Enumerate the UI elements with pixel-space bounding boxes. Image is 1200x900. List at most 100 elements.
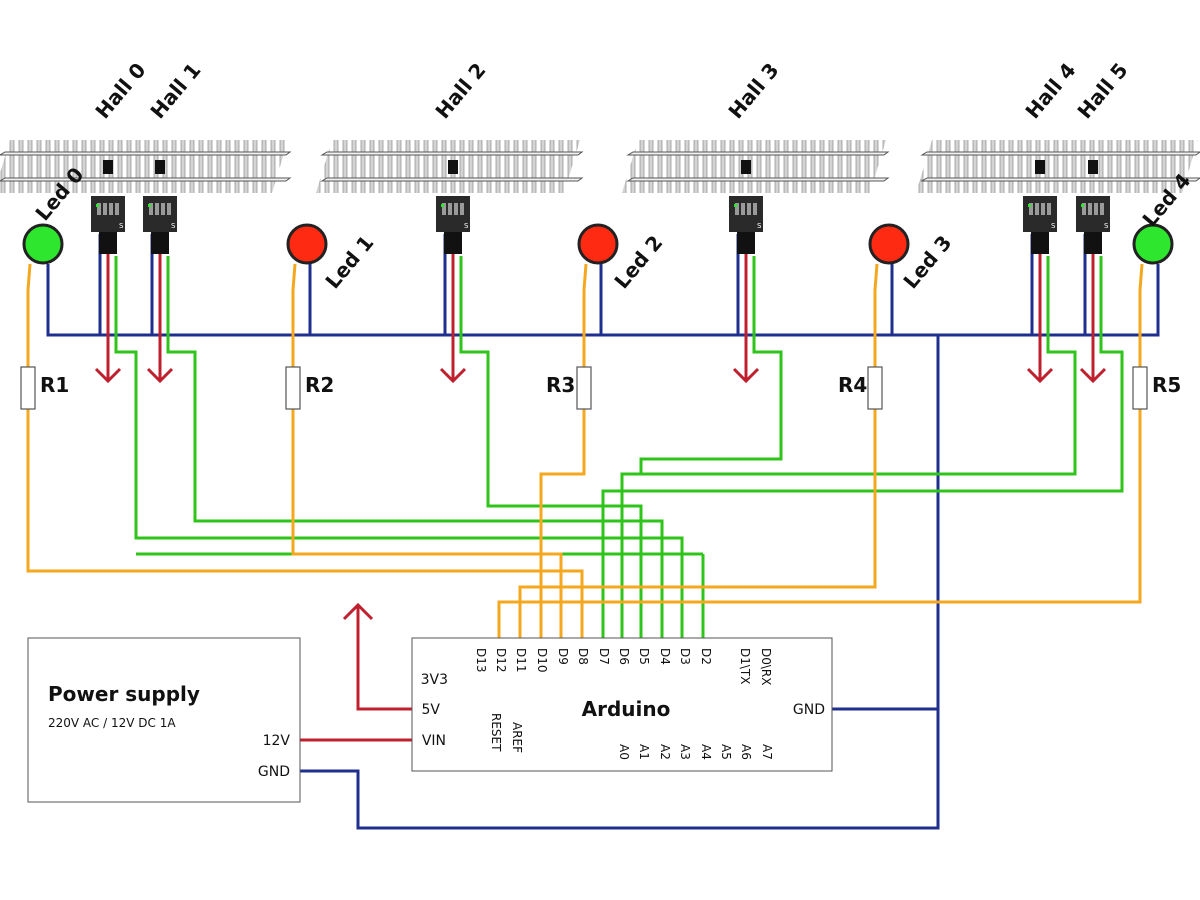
arduino-pin-a6: A6 (739, 744, 753, 760)
resistor-r3-label: R3 (546, 373, 575, 397)
arduino-box (411, 637, 833, 772)
arduino-pin-a0: A0 (617, 744, 631, 760)
arduino-misc-pins: RESET AREF (489, 713, 524, 753)
arduino-pin-d5: D5 (637, 648, 651, 665)
track-segment-0 (0, 140, 292, 193)
track-segments (0, 140, 1200, 193)
track-rail (920, 177, 1200, 182)
hall-sensor-chip (103, 160, 113, 174)
hall-sensor-body (1031, 232, 1049, 254)
arduino-pin-a3: A3 (678, 744, 692, 760)
led-3-signal-wire (518, 409, 877, 638)
led-4-signal-wire (497, 409, 1142, 638)
arduino-pin-d11: D11 (514, 648, 528, 673)
hall-0-power-arrow-head (94, 367, 122, 384)
sensor-pin-label: S (1051, 222, 1056, 230)
connector-pin (1035, 203, 1039, 215)
resistor-r2 (285, 366, 301, 410)
arduino-pin-a7: A7 (760, 744, 774, 760)
arduino-pin-d8: D8 (576, 648, 590, 665)
led-2-icon (577, 223, 619, 265)
hall-2-power-arrow-head (439, 367, 467, 384)
wires (26, 234, 1160, 830)
led-4-anode-wire (1138, 263, 1144, 367)
five-volt-wire (356, 607, 412, 711)
hall-4-sensor: S (1023, 160, 1057, 254)
arduino-pin-d1-tx: D1\TX (738, 648, 752, 684)
gnd-return-wire (300, 335, 940, 830)
hall-0-signal-wire (114, 256, 684, 638)
sensor-pin-label: S (171, 222, 176, 230)
hall-sensor-chip (1035, 160, 1045, 174)
sensor-pin-label: S (464, 222, 469, 230)
hall-3-sensor: S (729, 160, 763, 254)
led-1-icon (286, 223, 328, 265)
connector-pin (161, 203, 165, 215)
connector-pin (1029, 203, 1033, 215)
hall-4-signal-wire (622, 256, 1077, 476)
connector-pin (448, 203, 452, 215)
track-rail (0, 177, 292, 182)
connector-pin (442, 203, 446, 215)
hall-sensor-chip (448, 160, 458, 174)
connector-pin (167, 203, 171, 215)
resistor-r4 (867, 366, 883, 410)
resistors: R1 R2 R3 R4 R5 (20, 366, 1181, 410)
hall-5-sensor: S (1076, 160, 1110, 254)
led-0-icon (22, 223, 64, 265)
arduino-pin-5v: 5V (422, 702, 441, 718)
hall-sensor-chip (155, 160, 165, 174)
connector-pin (1088, 203, 1092, 215)
arduino-pin-vin: VIN (422, 733, 446, 749)
arduino-pin-gnd: GND (793, 702, 825, 718)
connector-pin (1094, 203, 1098, 215)
resistor-r5 (1132, 366, 1148, 410)
hall-sensor-chip (1088, 160, 1098, 174)
power-supply-subtitle: 220V AC / 12V DC 1A (48, 716, 176, 730)
track-rail (920, 151, 1200, 156)
connector-pin (115, 203, 119, 215)
connector-led (734, 204, 737, 207)
arduino-pin-d6: D6 (617, 648, 631, 665)
hall-sensor-connector (1023, 196, 1057, 232)
sensor-pin-label: S (1104, 222, 1109, 230)
arduino-pin-aref: AREF (510, 722, 524, 753)
arduino-pin-a4: A4 (699, 744, 713, 760)
power-supply-gnd-label: GND (258, 764, 290, 780)
connector-pin (1041, 203, 1045, 215)
connector-pin (1082, 203, 1086, 215)
resistor-r3 (576, 366, 592, 410)
hall-3-label: Hall 3 (723, 58, 783, 123)
led-0-signal-wire (26, 409, 584, 638)
led-1-label: Led 1 (320, 231, 378, 294)
led-1-signal-wire (291, 409, 563, 638)
led-3-anode-wire (873, 263, 879, 367)
connector-pin (460, 203, 464, 215)
track-segment-3 (916, 140, 1200, 193)
hall-3-power-arrow-head (732, 367, 760, 384)
hall-0-sensor: S (91, 160, 125, 254)
track-ties (0, 140, 288, 193)
led-1-anode-wire (291, 263, 297, 367)
resistor-r5-label: R5 (1152, 373, 1181, 397)
hall-5-signal-wire (601, 256, 1124, 638)
resistor-r2-label: R2 (305, 373, 334, 397)
connector-pin (103, 203, 107, 215)
connector-pin (1100, 203, 1104, 215)
hall-sensor-connector (1076, 196, 1110, 232)
power-supply-box (27, 637, 301, 803)
connector-pin (454, 203, 458, 215)
connector-led (1028, 204, 1031, 207)
connector-pin (735, 203, 739, 215)
hall-1-signal-wire (166, 256, 664, 638)
arduino-pin-d7: D7 (597, 648, 611, 665)
connector-pin (97, 203, 101, 215)
power-supply-12v-label: 12V (263, 733, 291, 749)
connector-pin (149, 203, 153, 215)
connector-pin (109, 203, 113, 215)
connector-pin (155, 203, 159, 215)
hall-1-sensor: S (143, 160, 177, 254)
